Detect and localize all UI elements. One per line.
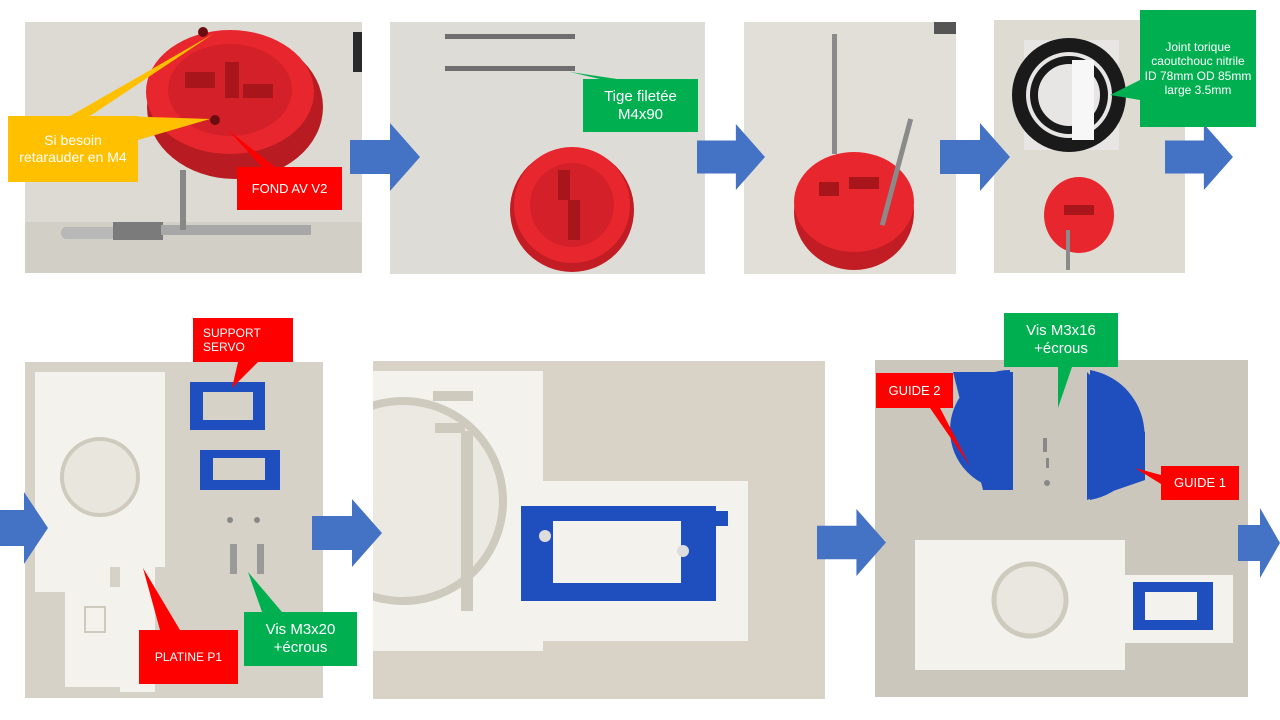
callout-vis-m3x20-label: Vis M3x20 +écrous — [265, 621, 336, 656]
right-arrow-icon — [697, 123, 765, 191]
callout-platine-p1-label: PLATINE P1 — [154, 649, 223, 664]
right-arrow-icon — [1238, 508, 1280, 578]
photo-support-servo-assembled — [373, 361, 825, 699]
photo-tige-filetee — [390, 22, 705, 274]
right-arrow-icon — [817, 509, 886, 576]
photo-cap-rods — [744, 22, 956, 274]
callout-guide-2-label: GUIDE 2 — [888, 382, 941, 398]
callout-vis-m3x16-label: Vis M3x16 +écrous — [1026, 322, 1096, 357]
right-arrow-icon — [940, 123, 1010, 191]
callout-joint-torique-label: Joint torique caoutchouc nitrile ID 78mm… — [1144, 40, 1252, 97]
callout-si-besoin-label: Si besoin retarauder en M4 — [19, 132, 127, 165]
right-arrow-icon — [1165, 123, 1233, 191]
callout-support-servo-label: SUPPORT SERVO — [203, 325, 261, 354]
photo-guides-assembly — [875, 360, 1248, 697]
callout-tige-filetee-label: Tige filetée M4x90 — [604, 87, 677, 123]
right-arrow-icon — [350, 123, 420, 191]
callout-fond-av-label: FOND AV V2 — [251, 180, 328, 196]
right-arrow-icon — [0, 492, 48, 564]
right-arrow-icon — [312, 498, 382, 568]
callout-guide-1-label: GUIDE 1 — [1173, 475, 1226, 491]
